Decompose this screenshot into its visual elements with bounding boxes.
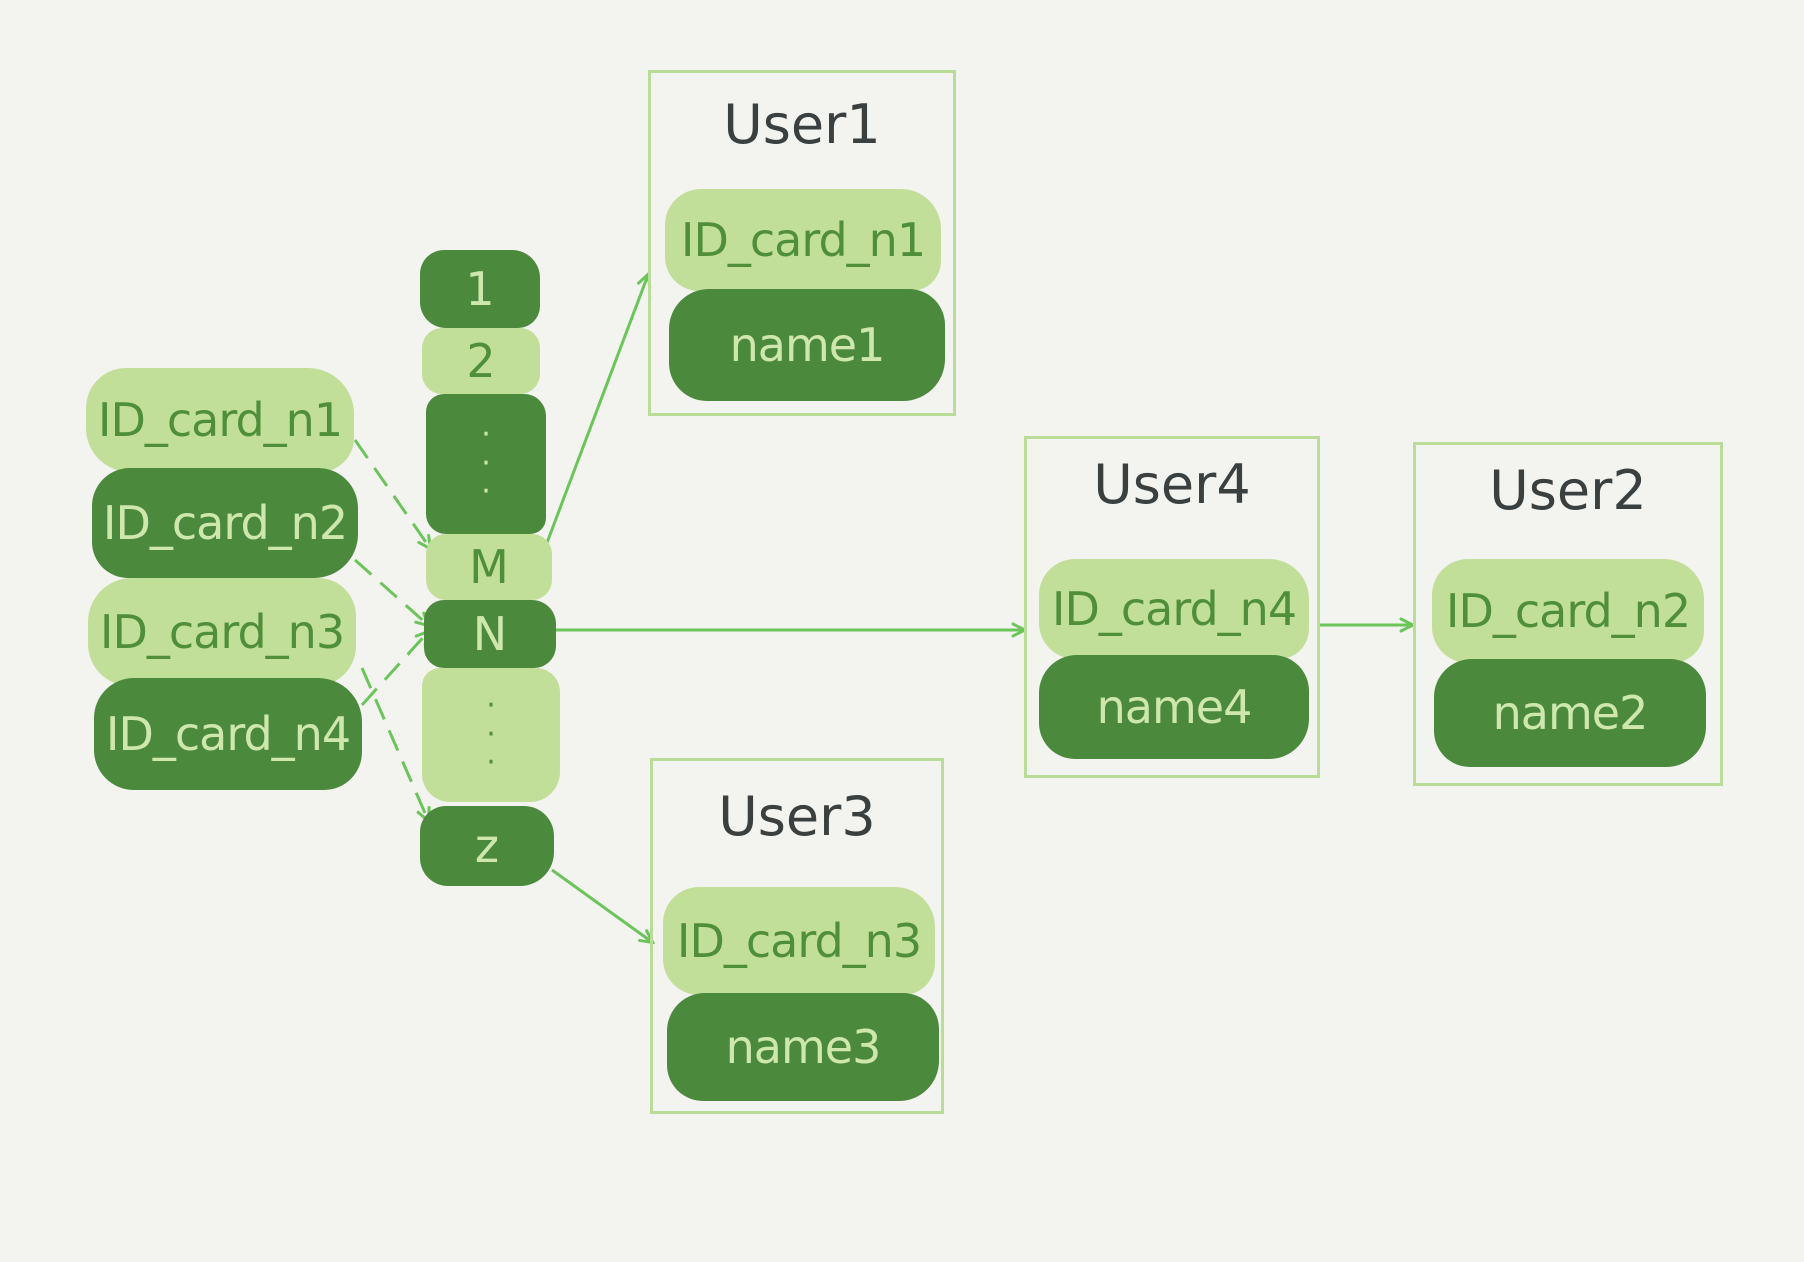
pointer-arrow-z-user3 xyxy=(551,868,652,942)
bucket-n: N xyxy=(424,600,556,668)
user3-record: User3 ID_card_n3 name3 xyxy=(650,758,944,1114)
user2-record: User2 ID_card_n2 name2 xyxy=(1413,442,1723,786)
user1-record: User1 ID_card_n1 name1 xyxy=(648,70,956,416)
user2-name: name2 xyxy=(1434,659,1706,767)
dot: · xyxy=(486,745,496,781)
user3-title: User3 xyxy=(718,785,876,848)
dot: · xyxy=(481,445,491,481)
key-id-card-n3: ID_card_n3 xyxy=(88,578,356,686)
bucket-2: 2 xyxy=(422,328,540,394)
bucket-m: M xyxy=(426,534,552,600)
bucket-dots-upper: ··· xyxy=(426,394,546,534)
user2-id-card: ID_card_n2 xyxy=(1432,559,1704,663)
user1-name: name1 xyxy=(669,289,945,401)
user4-name: name4 xyxy=(1039,655,1309,759)
pointer-arrow-m-user1 xyxy=(543,275,648,549)
user1-title: User1 xyxy=(723,93,881,156)
user2-title: User2 xyxy=(1489,459,1647,522)
hash-arrow-n1 xyxy=(353,439,430,548)
key-id-card-n2: ID_card_n2 xyxy=(92,468,358,578)
hash-arrow-n4 xyxy=(360,632,428,707)
hash-arrow-n3 xyxy=(360,667,428,820)
user4-record: User4 ID_card_n4 name4 xyxy=(1024,436,1320,778)
bucket-dots-lower: ··· xyxy=(422,668,560,802)
user4-title: User4 xyxy=(1093,453,1251,516)
user1-id-card: ID_card_n1 xyxy=(665,189,941,291)
hash-arrow-n2 xyxy=(354,558,428,625)
dot: · xyxy=(481,417,491,453)
bucket-z: z xyxy=(420,806,554,886)
dot: · xyxy=(481,474,491,510)
key-id-card-n4: ID_card_n4 xyxy=(94,678,362,790)
key-id-card-n1: ID_card_n1 xyxy=(86,368,354,472)
user3-name: name3 xyxy=(667,993,939,1101)
dot: · xyxy=(486,716,496,752)
user4-id-card: ID_card_n4 xyxy=(1039,559,1309,659)
dot: · xyxy=(486,688,496,724)
bucket-1: 1 xyxy=(420,250,540,328)
user3-id-card: ID_card_n3 xyxy=(663,887,935,995)
